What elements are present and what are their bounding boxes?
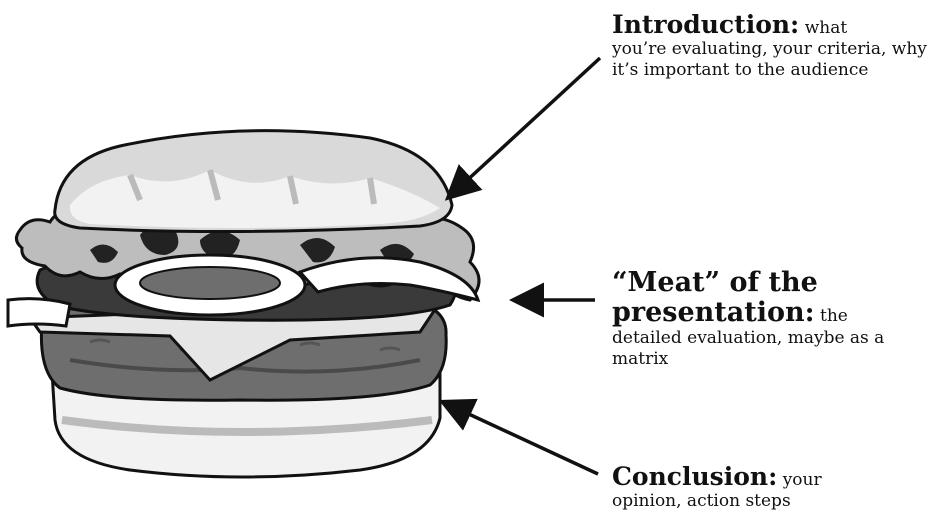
arrow-to-top-bun bbox=[450, 58, 600, 196]
meat-heading-line2: presentation: bbox=[612, 297, 815, 328]
conclusion-label: Conclusion: your opinion, action steps bbox=[612, 466, 942, 512]
meat-text: detailed evaluation, maybe as a matrix bbox=[612, 328, 884, 369]
conclusion-text: opinion, action steps bbox=[612, 491, 791, 511]
introduction-heading: Introduction: bbox=[612, 10, 799, 39]
arrow-to-bottom-bun bbox=[445, 403, 598, 474]
introduction-text: you’re evaluating, your criteria, why it… bbox=[612, 39, 927, 80]
introduction-label: Introduction: what you’re evaluating, yo… bbox=[612, 14, 942, 81]
conclusion-heading: Conclusion: bbox=[612, 462, 777, 491]
introduction-text-first: what bbox=[805, 18, 847, 38]
meat-label: “Meat” of the presentation: the detailed… bbox=[612, 268, 942, 370]
conclusion-text-first: your bbox=[783, 470, 822, 490]
top-bun bbox=[55, 131, 452, 232]
meat-text-first: the bbox=[820, 306, 848, 326]
meat-heading-line1: “Meat” of the bbox=[612, 267, 818, 298]
